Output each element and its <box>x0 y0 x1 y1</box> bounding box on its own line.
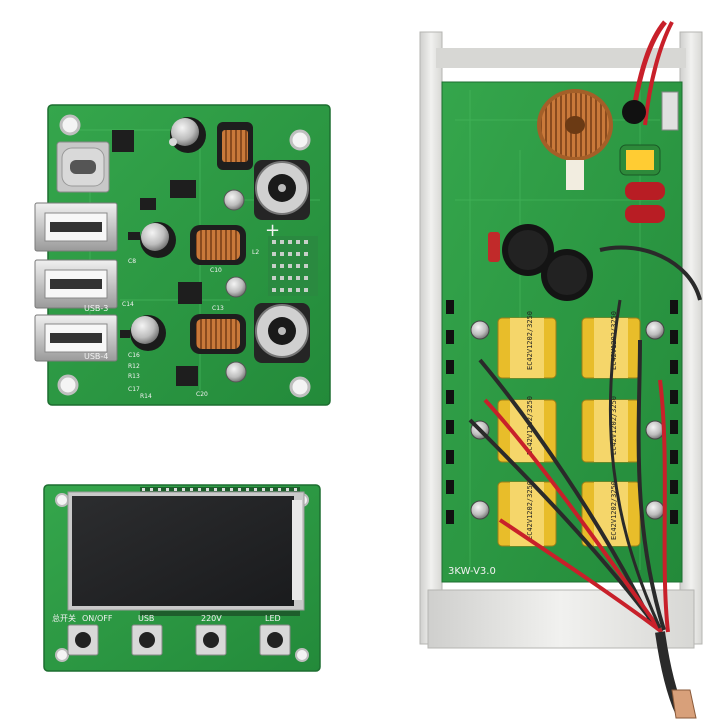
silk-c13: C13 <box>212 305 224 312</box>
usb-button[interactable] <box>131 624 163 656</box>
led-button[interactable] <box>259 624 291 656</box>
silk-usb4: USB-4 <box>84 352 108 361</box>
label-power-switch: 总开关 <box>52 613 76 623</box>
dc-jack-2 <box>254 303 310 363</box>
silk-r14: R14 <box>140 393 152 400</box>
filter-components <box>488 100 665 262</box>
silk-r12: R12 <box>128 363 140 370</box>
usb-board-headers <box>268 236 318 296</box>
lcd-pin-strip <box>140 487 300 492</box>
usb-board-mounting-holes <box>57 114 311 398</box>
label-on-off: ON/OFF <box>82 614 113 623</box>
label-led: LED <box>265 614 281 623</box>
power-button[interactable] <box>67 624 99 656</box>
usb-a-port-1 <box>34 202 118 252</box>
silk-c17: C17 <box>128 386 140 393</box>
usb-power-board: USB-3 USB-4 R12 R13 R14 C16 C17 C20 C8 C… <box>34 104 331 406</box>
transformer-label-6: EC42V1202/3250 <box>610 481 618 540</box>
board-version: 3KW-V3.0 <box>448 566 496 577</box>
label-usb: USB <box>138 614 154 623</box>
transformer-label-1: EC42V1202/3250 <box>526 311 534 370</box>
usb-a-port-2 <box>34 259 118 309</box>
silk-c20: C20 <box>196 391 208 398</box>
silk-c14: C14 <box>122 301 134 308</box>
silk-r13: R13 <box>128 373 140 380</box>
usb-c-port <box>56 141 110 193</box>
220v-button[interactable] <box>195 624 227 656</box>
usb-a-port-3 <box>34 314 118 362</box>
silk-c8: C8 <box>128 258 136 265</box>
transformer-label-5: EC42V1202/3250 <box>526 481 534 540</box>
lcd-screen <box>67 491 305 611</box>
bulk-capacitors <box>502 224 593 301</box>
label-220v: 220V <box>201 614 222 623</box>
usb-board-inductors <box>190 122 253 354</box>
lcd-display-board: 总开关 ON/OFF USB 220V LED <box>43 484 321 672</box>
silk-usb3: USB-3 <box>84 304 108 313</box>
dc-jack-1 <box>254 160 310 220</box>
usb-board-capacitors <box>130 117 247 383</box>
silk-l2: L2 <box>252 249 259 256</box>
silk-c10: C10 <box>210 267 222 274</box>
transformer-label-4: EC42V1202/3250 <box>610 396 618 455</box>
mosfet-rows <box>446 300 678 524</box>
silk-c16: C16 <box>128 352 140 359</box>
inverter-board-assembly: EC42V1202/3250 EC42V1202/3250 EC42V1202/… <box>419 20 703 719</box>
silk-plus: + <box>265 220 280 241</box>
usb-board-ics <box>112 130 202 386</box>
toroid-inductor <box>537 89 613 190</box>
small-capacitors <box>470 320 665 520</box>
cable-lug <box>671 689 697 719</box>
